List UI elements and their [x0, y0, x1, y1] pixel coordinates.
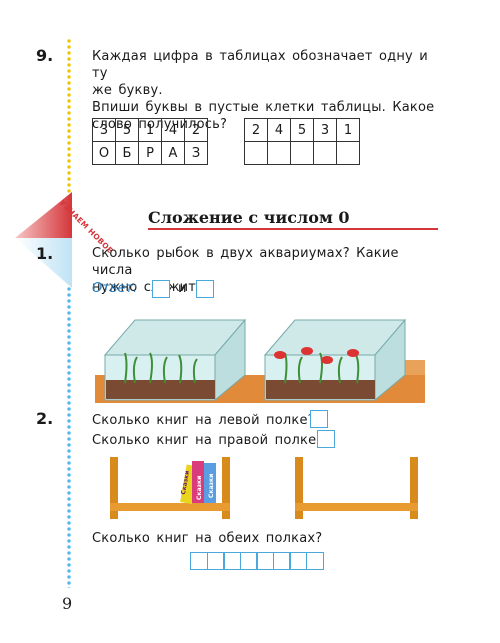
answer-cell[interactable] — [290, 141, 314, 165]
task-2-question-3: Сколько книг на обеих полках? — [92, 531, 323, 546]
task-2-question-1: Сколько книг на левой полке? — [92, 413, 315, 428]
margin-dots-yellow — [66, 38, 72, 208]
table-row — [244, 141, 360, 165]
plant-icon — [284, 352, 360, 384]
table-row: 3 5 1 4 2 — [92, 118, 208, 142]
section-title: Сложение с числом 0 — [148, 208, 350, 227]
task-1-line2: нужно сложить? — [92, 280, 211, 295]
answer-cell[interactable] — [305, 552, 324, 570]
fish-icon — [347, 349, 359, 357]
answer-cell[interactable] — [223, 552, 241, 570]
task-9-line2: же букву. — [92, 83, 163, 98]
and-word: и — [178, 281, 187, 296]
answer-box-left-shelf[interactable] — [310, 410, 328, 428]
answer-box-2[interactable] — [196, 280, 214, 298]
book-label-2: Сказки — [196, 475, 203, 500]
title-underline — [148, 228, 438, 230]
book-icon — [192, 461, 204, 503]
answer-cell[interactable] — [256, 552, 274, 570]
table-row: 2 4 5 3 1 — [244, 118, 360, 142]
table-cell: 2 — [244, 118, 268, 142]
table-cell: 4 — [267, 118, 291, 142]
task-9-line3: Впиши буквы в пустые клетки таблицы. Как… — [92, 100, 435, 115]
book-label-3: Сказки — [208, 473, 215, 498]
table-cell: Р — [138, 141, 162, 165]
table-cell: 4 — [161, 118, 185, 142]
answer-cell[interactable] — [244, 141, 268, 165]
code-table-2: 2 4 5 3 1 — [244, 118, 360, 165]
table-cell: 1 — [336, 118, 360, 142]
table-cell: 3 — [313, 118, 337, 142]
table-cell: 5 — [290, 118, 314, 142]
shelves-illustration — [110, 457, 418, 519]
margin-dots-blue — [66, 238, 72, 588]
fish-icon — [321, 356, 333, 364]
task-2-number: 2. — [36, 409, 54, 428]
answer-cell[interactable] — [190, 552, 208, 570]
answer-cell[interactable] — [267, 141, 291, 165]
table-cell: 3 — [92, 118, 116, 142]
aquariums-illustration — [95, 318, 425, 403]
answer-box-1[interactable] — [152, 280, 170, 298]
table-cell: З — [184, 141, 208, 165]
answer-label: Ответ: — [92, 281, 138, 296]
answer-cell[interactable] — [336, 141, 360, 165]
fish-icon — [274, 351, 286, 359]
section-flag — [15, 192, 72, 288]
answer-cell[interactable] — [272, 552, 291, 570]
task-1-line1: Сколько рыбок в двух аквариумах? Какие ч… — [92, 246, 399, 278]
table-cell: 2 — [184, 118, 208, 142]
plant-icon — [124, 352, 198, 384]
task-1-number: 1. — [36, 244, 54, 263]
table-cell: А — [161, 141, 185, 165]
table-row: О Б Р А З — [92, 141, 208, 165]
task-2-question-2: Сколько книг на правой полке? — [92, 433, 324, 448]
answer-box-right-shelf[interactable] — [317, 430, 335, 448]
table-cell: 1 — [138, 118, 162, 142]
task-1-text: Сколько рыбок в двух аквариумах? Какие ч… — [92, 245, 442, 296]
table-cell: О — [92, 141, 116, 165]
page-number: 9 — [62, 594, 73, 613]
task-9-number: 9. — [36, 46, 54, 65]
answer-cell[interactable] — [239, 552, 258, 570]
book-icon — [204, 463, 216, 503]
table-cell: 5 — [115, 118, 139, 142]
table-cell: Б — [115, 141, 139, 165]
code-table-1: 3 5 1 4 2 О Б Р А З — [92, 118, 208, 165]
answer-cell[interactable] — [206, 552, 225, 570]
fish-icon — [301, 347, 313, 355]
task-9-line1: Каждая цифра в таблицах обозначает одну … — [92, 49, 428, 81]
answer-expression-cells[interactable] — [190, 552, 324, 570]
answer-cell[interactable] — [313, 141, 337, 165]
answer-cell[interactable] — [289, 552, 307, 570]
